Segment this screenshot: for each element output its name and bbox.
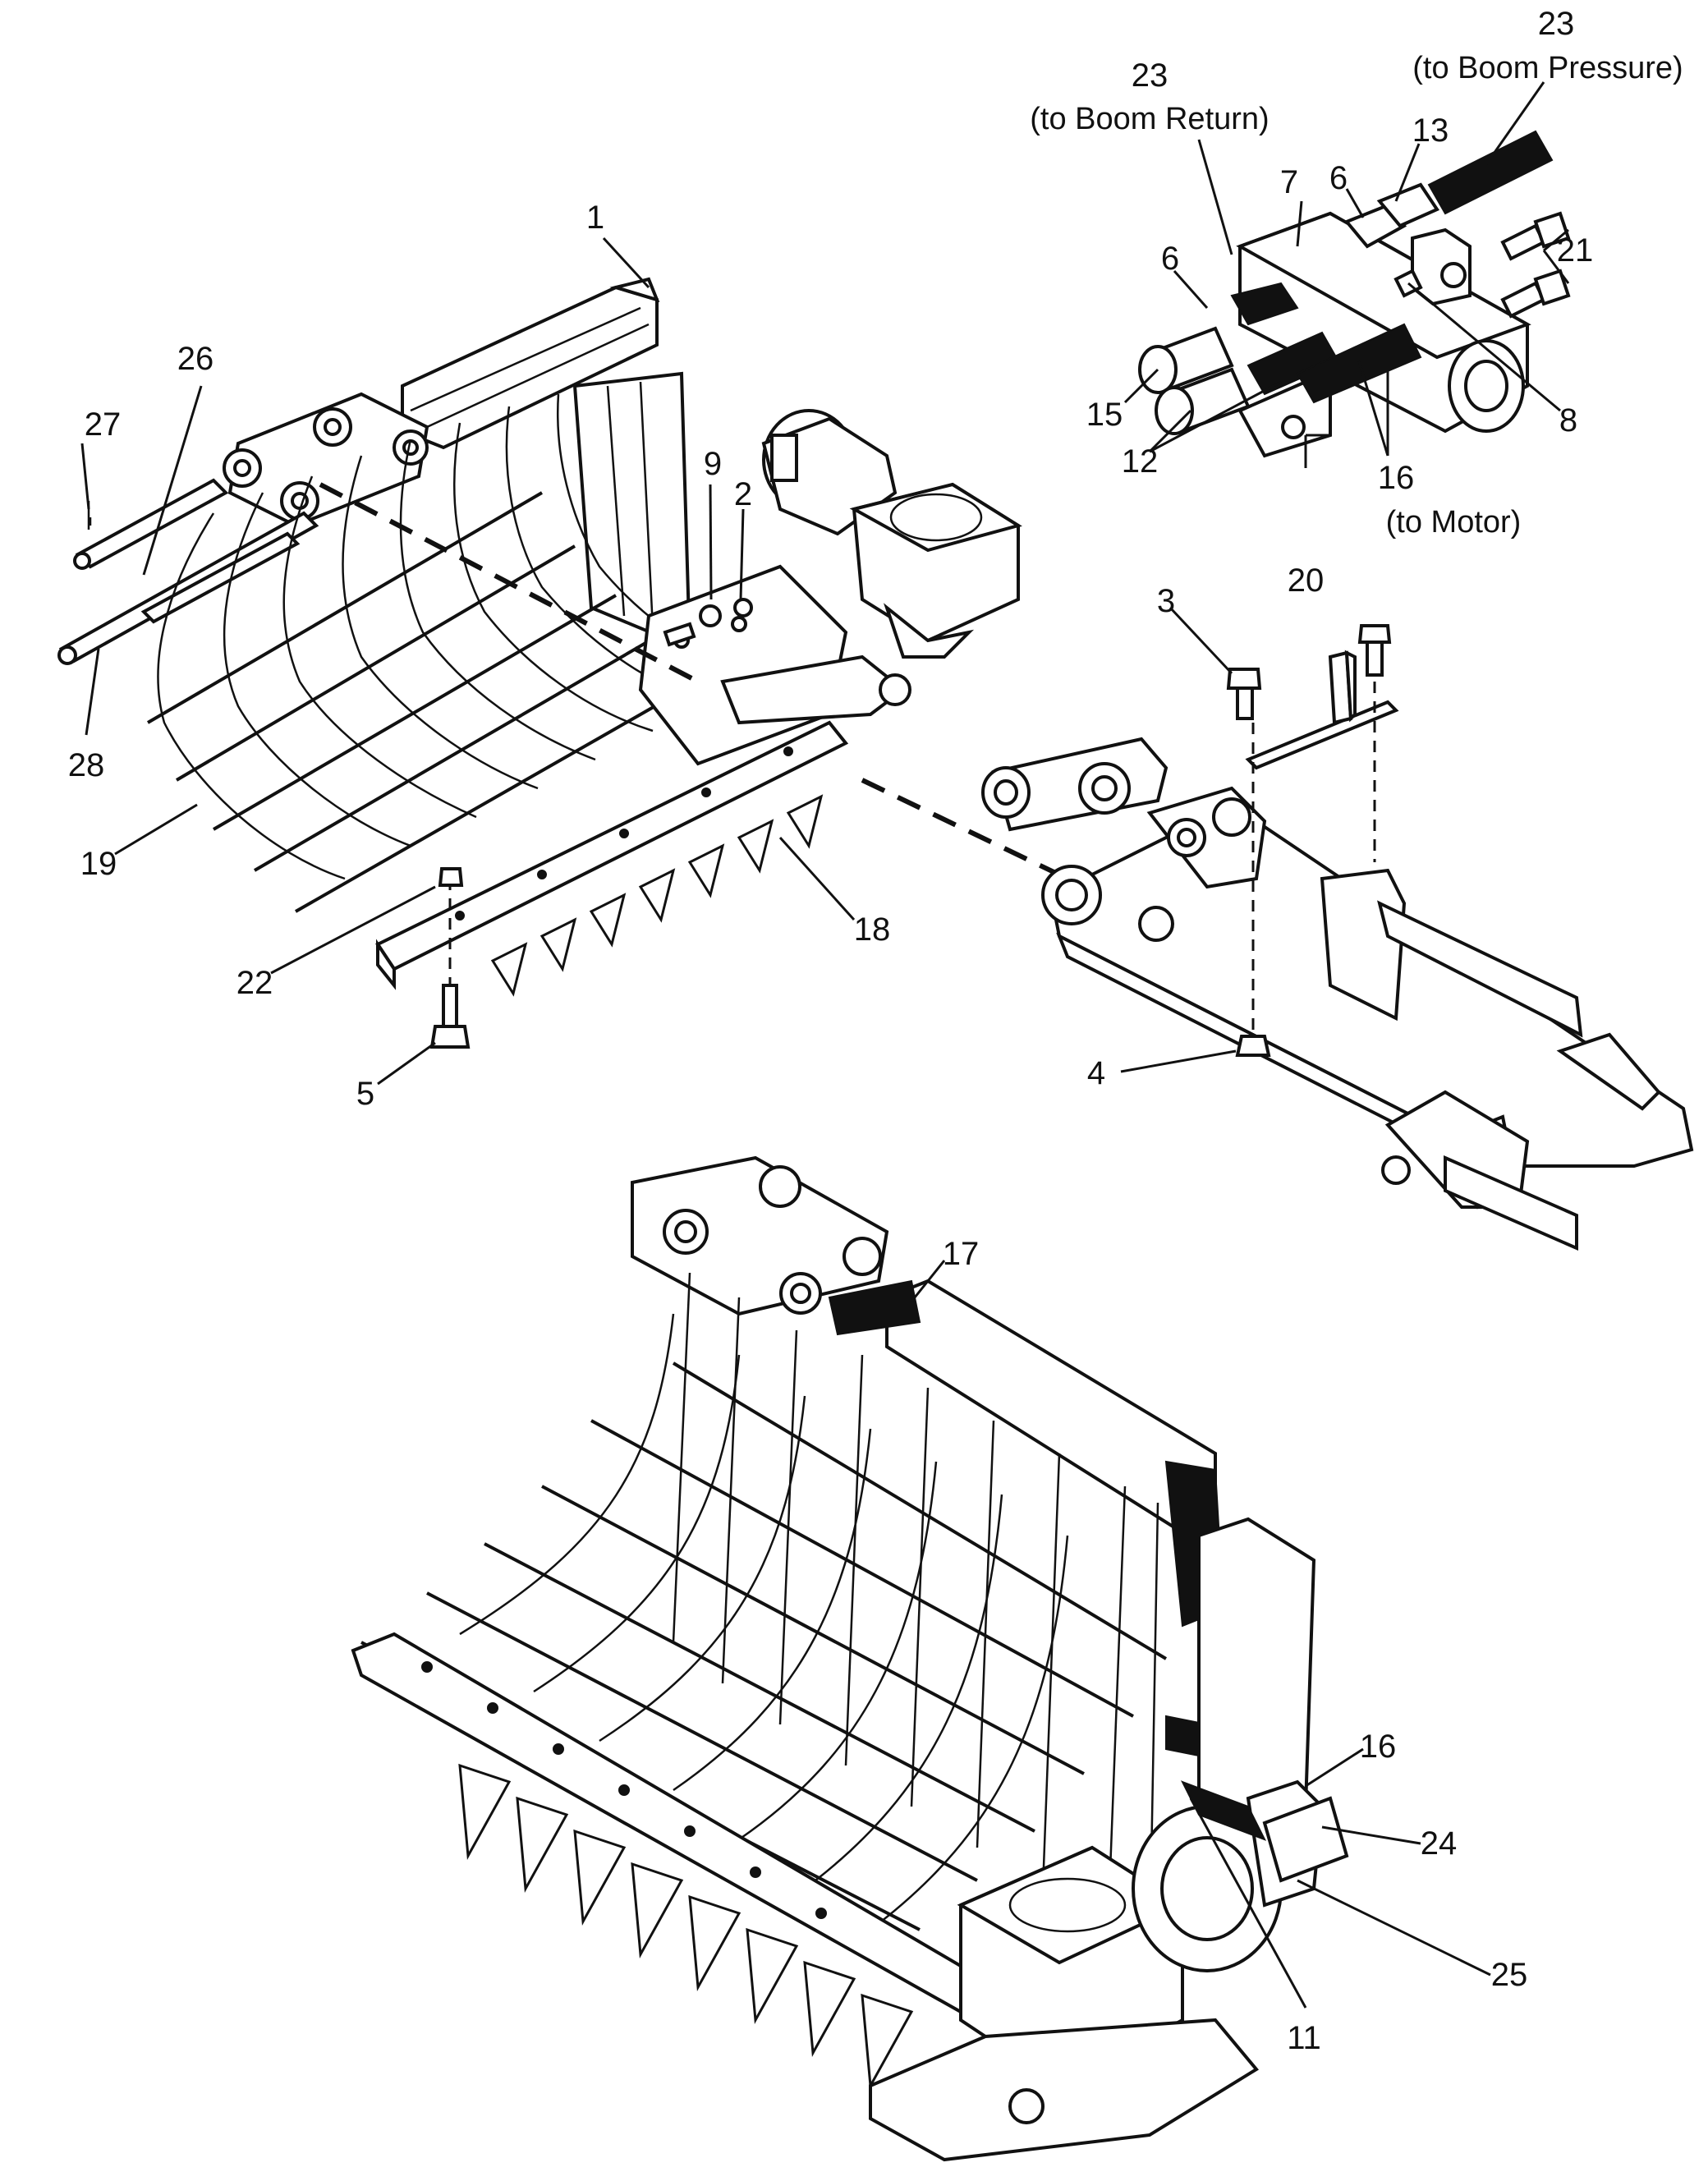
callout-15: 15 [1086,397,1123,433]
callout-13: 13 [1412,112,1449,149]
callout-23-return-note: (to Boom Return) [1030,102,1269,136]
callout-23-return: 23 [1132,57,1169,94]
bolt-5 [429,984,471,1049]
callout-28: 28 [68,747,105,783]
alignment-line-a [319,482,700,684]
upper-fork-assembly [57,277,1069,997]
callout-6-lower: 6 [1161,241,1179,277]
callout-23-pressure: 23 [1538,6,1575,42]
callout-19: 19 [80,846,117,882]
callout-23-pressure-note: (to Boom Pressure) [1412,51,1683,85]
callout-21: 21 [1557,232,1594,269]
callout-18: 18 [854,911,891,948]
callout-9: 9 [704,446,722,482]
callout-1: 1 [586,200,604,236]
hydraulic-motor-upper [761,409,1022,659]
fastener-9 [663,598,753,647]
motor-mount-plate [638,564,911,766]
callout-4: 4 [1087,1055,1105,1091]
callout-12: 12 [1122,443,1159,480]
callout-16-upper: 16 [1378,460,1415,496]
callout-16-upper-note: (to Motor) [1386,505,1522,540]
boom-link [981,737,1169,832]
callout-6-upper: 6 [1329,160,1348,196]
callout-24: 24 [1421,1825,1458,1862]
leader-lines [80,81,1570,2009]
callout-16-lower: 16 [1360,1729,1397,1765]
callout-20: 20 [1288,562,1325,599]
callout-22: 22 [236,965,273,1001]
hydraulic-valve [1138,130,1571,458]
callout-2: 2 [734,476,752,512]
lower-assembled-view [351,1155,1349,2162]
callout-11: 11 [1287,2020,1321,2056]
callout-25: 25 [1491,1957,1528,1993]
callout-3: 3 [1157,583,1175,619]
callout-17: 17 [943,1236,980,1272]
cross-bars [146,491,699,913]
knife-bar [375,720,849,997]
pins [57,478,319,665]
bolt-3b [1357,624,1392,677]
callout-labels: 23 (to Boom Pressure) 23 (to Boom Return… [68,6,1683,2056]
callout-8: 8 [1559,402,1577,438]
bolt-22 [438,867,464,887]
callout-7: 7 [1280,164,1298,200]
bolt-3 [1226,668,1262,720]
callout-5: 5 [356,1076,374,1112]
nut-4 [1235,1035,1271,1057]
hinge-plates [223,392,429,528]
bracket-20 [1245,650,1399,770]
callout-26: 26 [177,341,214,377]
boom-arm [1041,786,1694,1251]
callout-27: 27 [85,406,122,443]
